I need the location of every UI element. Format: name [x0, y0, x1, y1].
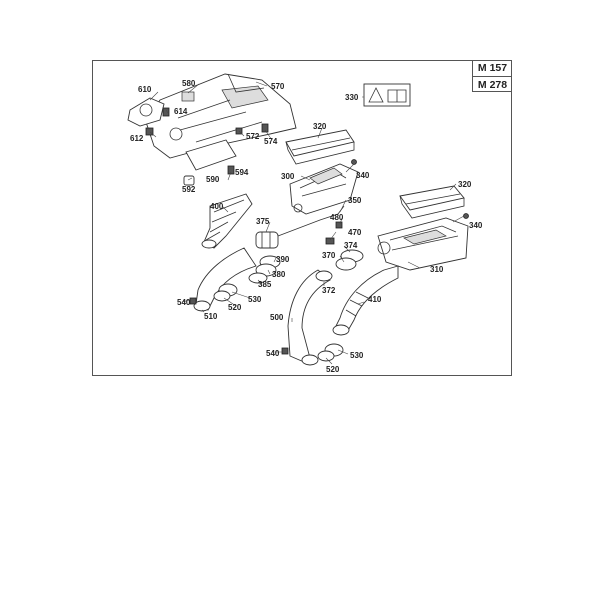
clamp-372[interactable] [315, 270, 333, 282]
ring-520-left[interactable] [213, 290, 231, 302]
label-520-left: 520 [228, 303, 242, 312]
label-594: 594 [235, 168, 249, 177]
label-572: 572 [246, 132, 260, 141]
part-470-clip[interactable] [325, 237, 335, 245]
intake-pipe-500[interactable] [287, 269, 331, 366]
part-540-clip-left[interactable] [189, 297, 197, 305]
label-530-left: 530 [248, 295, 262, 304]
part-610-insert[interactable] [127, 97, 165, 127]
label-380: 380 [272, 270, 286, 279]
part-592-grommet[interactable] [183, 175, 195, 186]
engine-model-2: M 278 [473, 76, 512, 93]
part-580-pad[interactable] [181, 91, 195, 102]
ring-520-right[interactable] [317, 350, 335, 362]
label-374: 374 [344, 241, 358, 250]
part-614-clip[interactable] [162, 107, 170, 117]
engine-model-box: M 157 M 278 [472, 60, 512, 92]
part-594-clip[interactable] [227, 165, 235, 175]
part-340-clip-b[interactable] [463, 213, 469, 219]
part-590-pad[interactable] [185, 139, 237, 171]
label-320-upper: 320 [313, 122, 327, 131]
label-340-upper: 340 [356, 171, 370, 180]
part-340-clip-a[interactable] [351, 159, 357, 165]
label-340-lower: 340 [469, 221, 483, 230]
intake-duct-400[interactable] [201, 193, 253, 249]
air-filter-upper[interactable] [285, 129, 355, 165]
clamp-385[interactable] [248, 272, 268, 284]
label-320-lower: 320 [458, 180, 472, 189]
mass-airflow-375[interactable] [255, 231, 279, 249]
label-400: 400 [210, 202, 224, 211]
label-614: 614 [174, 107, 188, 116]
part-480-clip[interactable] [335, 221, 343, 229]
air-filter-lower[interactable] [399, 185, 465, 219]
part-540-clip-right[interactable] [281, 347, 289, 355]
label-510: 510 [204, 312, 218, 321]
part-612-clip[interactable] [145, 127, 154, 136]
warning-label-icon [363, 83, 411, 107]
air-filter-housing-300[interactable] [289, 163, 359, 215]
label-372: 372 [322, 286, 336, 295]
label-375: 375 [256, 217, 270, 226]
label-530-right: 530 [350, 351, 364, 360]
part-574-clip[interactable] [261, 123, 269, 133]
label-540-right: 540 [266, 349, 280, 358]
clamp-370[interactable] [335, 257, 357, 271]
label-520-right: 520 [326, 365, 340, 374]
label-300: 300 [281, 172, 295, 181]
label-390: 390 [276, 255, 290, 264]
label-610: 610 [138, 85, 152, 94]
label-612: 612 [130, 134, 144, 143]
label-480: 480 [330, 213, 344, 222]
label-570: 570 [271, 82, 285, 91]
label-574: 574 [264, 137, 278, 146]
label-592: 592 [182, 185, 196, 194]
label-350: 350 [348, 196, 362, 205]
intake-pipe-510[interactable] [193, 247, 257, 312]
label-540-left: 540 [177, 298, 191, 307]
intake-duct-410[interactable] [332, 265, 399, 336]
label-370: 370 [322, 251, 336, 260]
label-385: 385 [258, 280, 272, 289]
label-330: 330 [345, 93, 359, 102]
label-580: 580 [182, 79, 196, 88]
engine-model-1: M 157 [477, 62, 508, 74]
air-filter-housing-310[interactable] [377, 217, 469, 271]
label-500: 500 [270, 313, 284, 322]
label-590: 590 [206, 175, 220, 184]
label-310: 310 [430, 265, 444, 274]
label-410: 410 [368, 295, 382, 304]
label-470: 470 [348, 228, 362, 237]
